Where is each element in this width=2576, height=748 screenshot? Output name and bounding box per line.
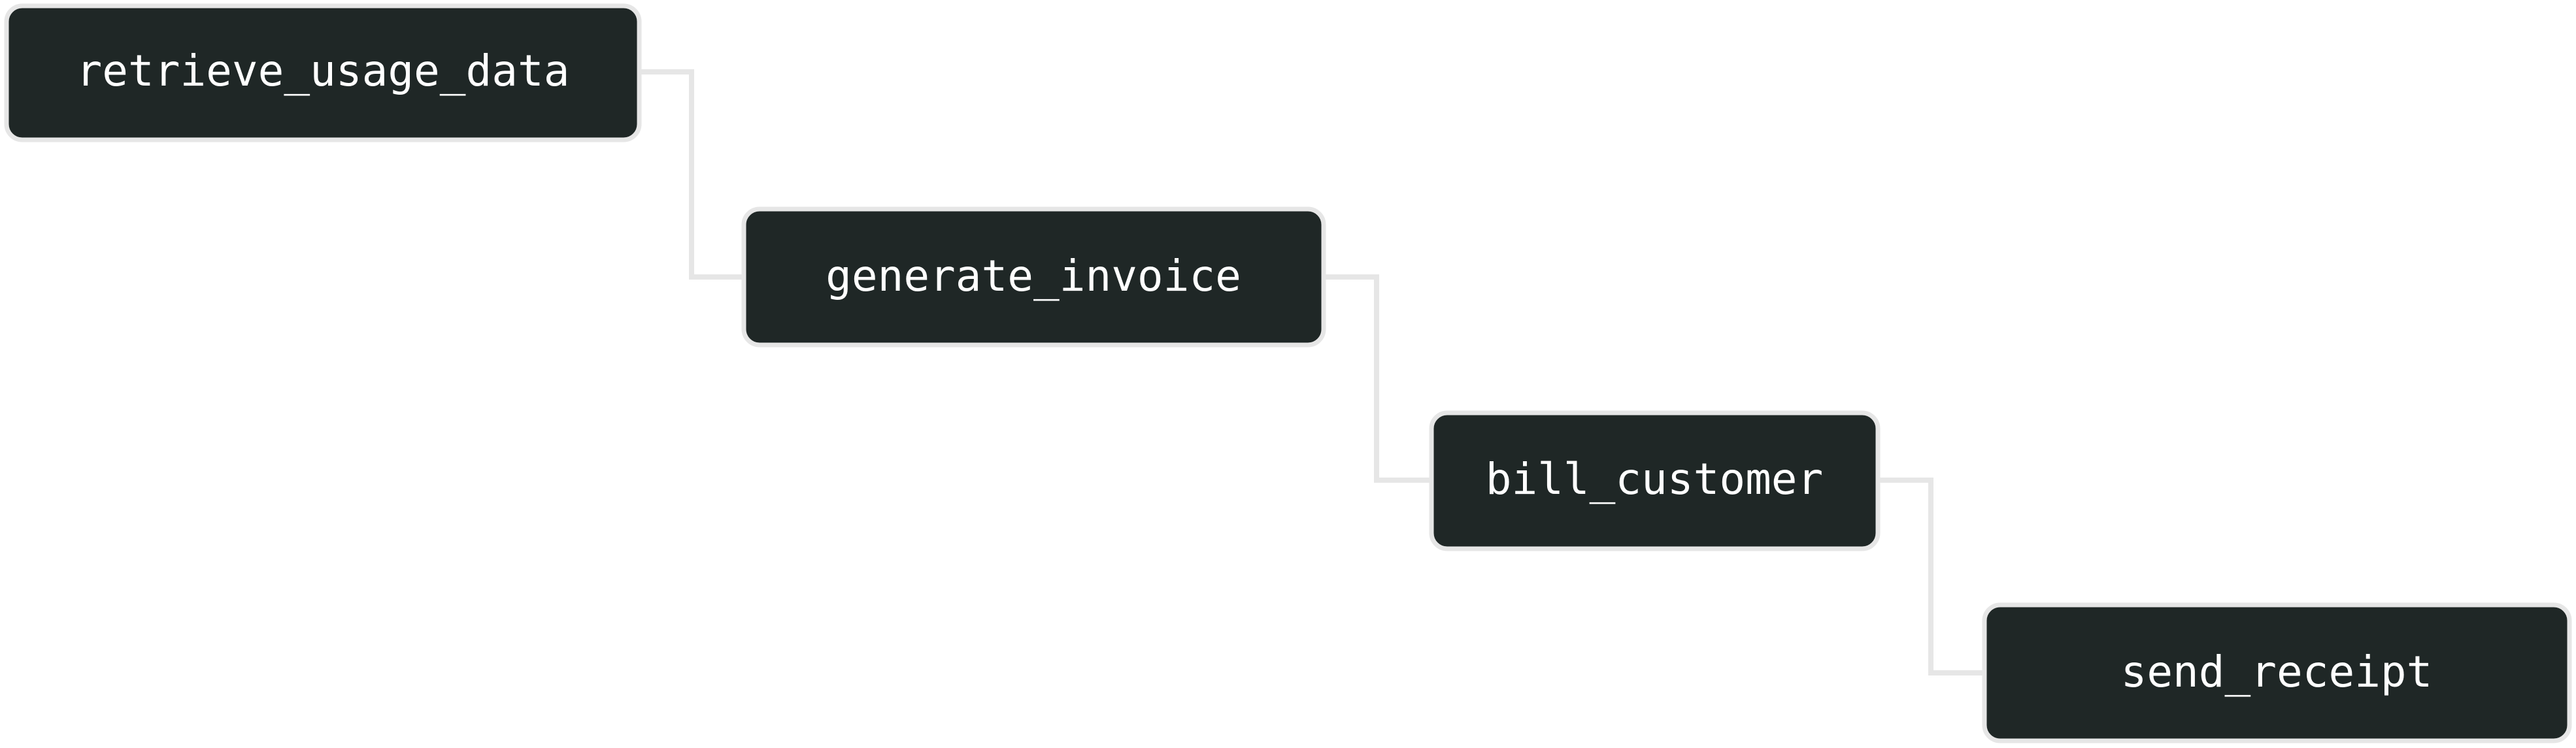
node-label: generate_invoice xyxy=(826,251,1241,301)
node-bill-customer[interactable]: bill_customer xyxy=(1429,410,1881,551)
node-box xyxy=(741,206,1326,348)
node-box xyxy=(4,3,642,142)
connector-bill-to-send xyxy=(1878,478,1984,675)
node-retrieve-usage-data[interactable]: retrieve_usage_data xyxy=(4,3,642,142)
node-label: bill_customer xyxy=(1486,454,1824,504)
node-label: retrieve_usage_data xyxy=(76,46,570,96)
connector-generate-to-bill xyxy=(1324,274,1431,483)
node-send-receipt[interactable]: send_receipt xyxy=(1982,602,2572,743)
node-label: send_receipt xyxy=(2121,647,2433,697)
node-box xyxy=(1429,410,1881,551)
node-box xyxy=(1982,602,2572,743)
connector-retrieve-to-generate xyxy=(641,69,744,280)
node-generate-invoice[interactable]: generate_invoice xyxy=(741,206,1326,348)
